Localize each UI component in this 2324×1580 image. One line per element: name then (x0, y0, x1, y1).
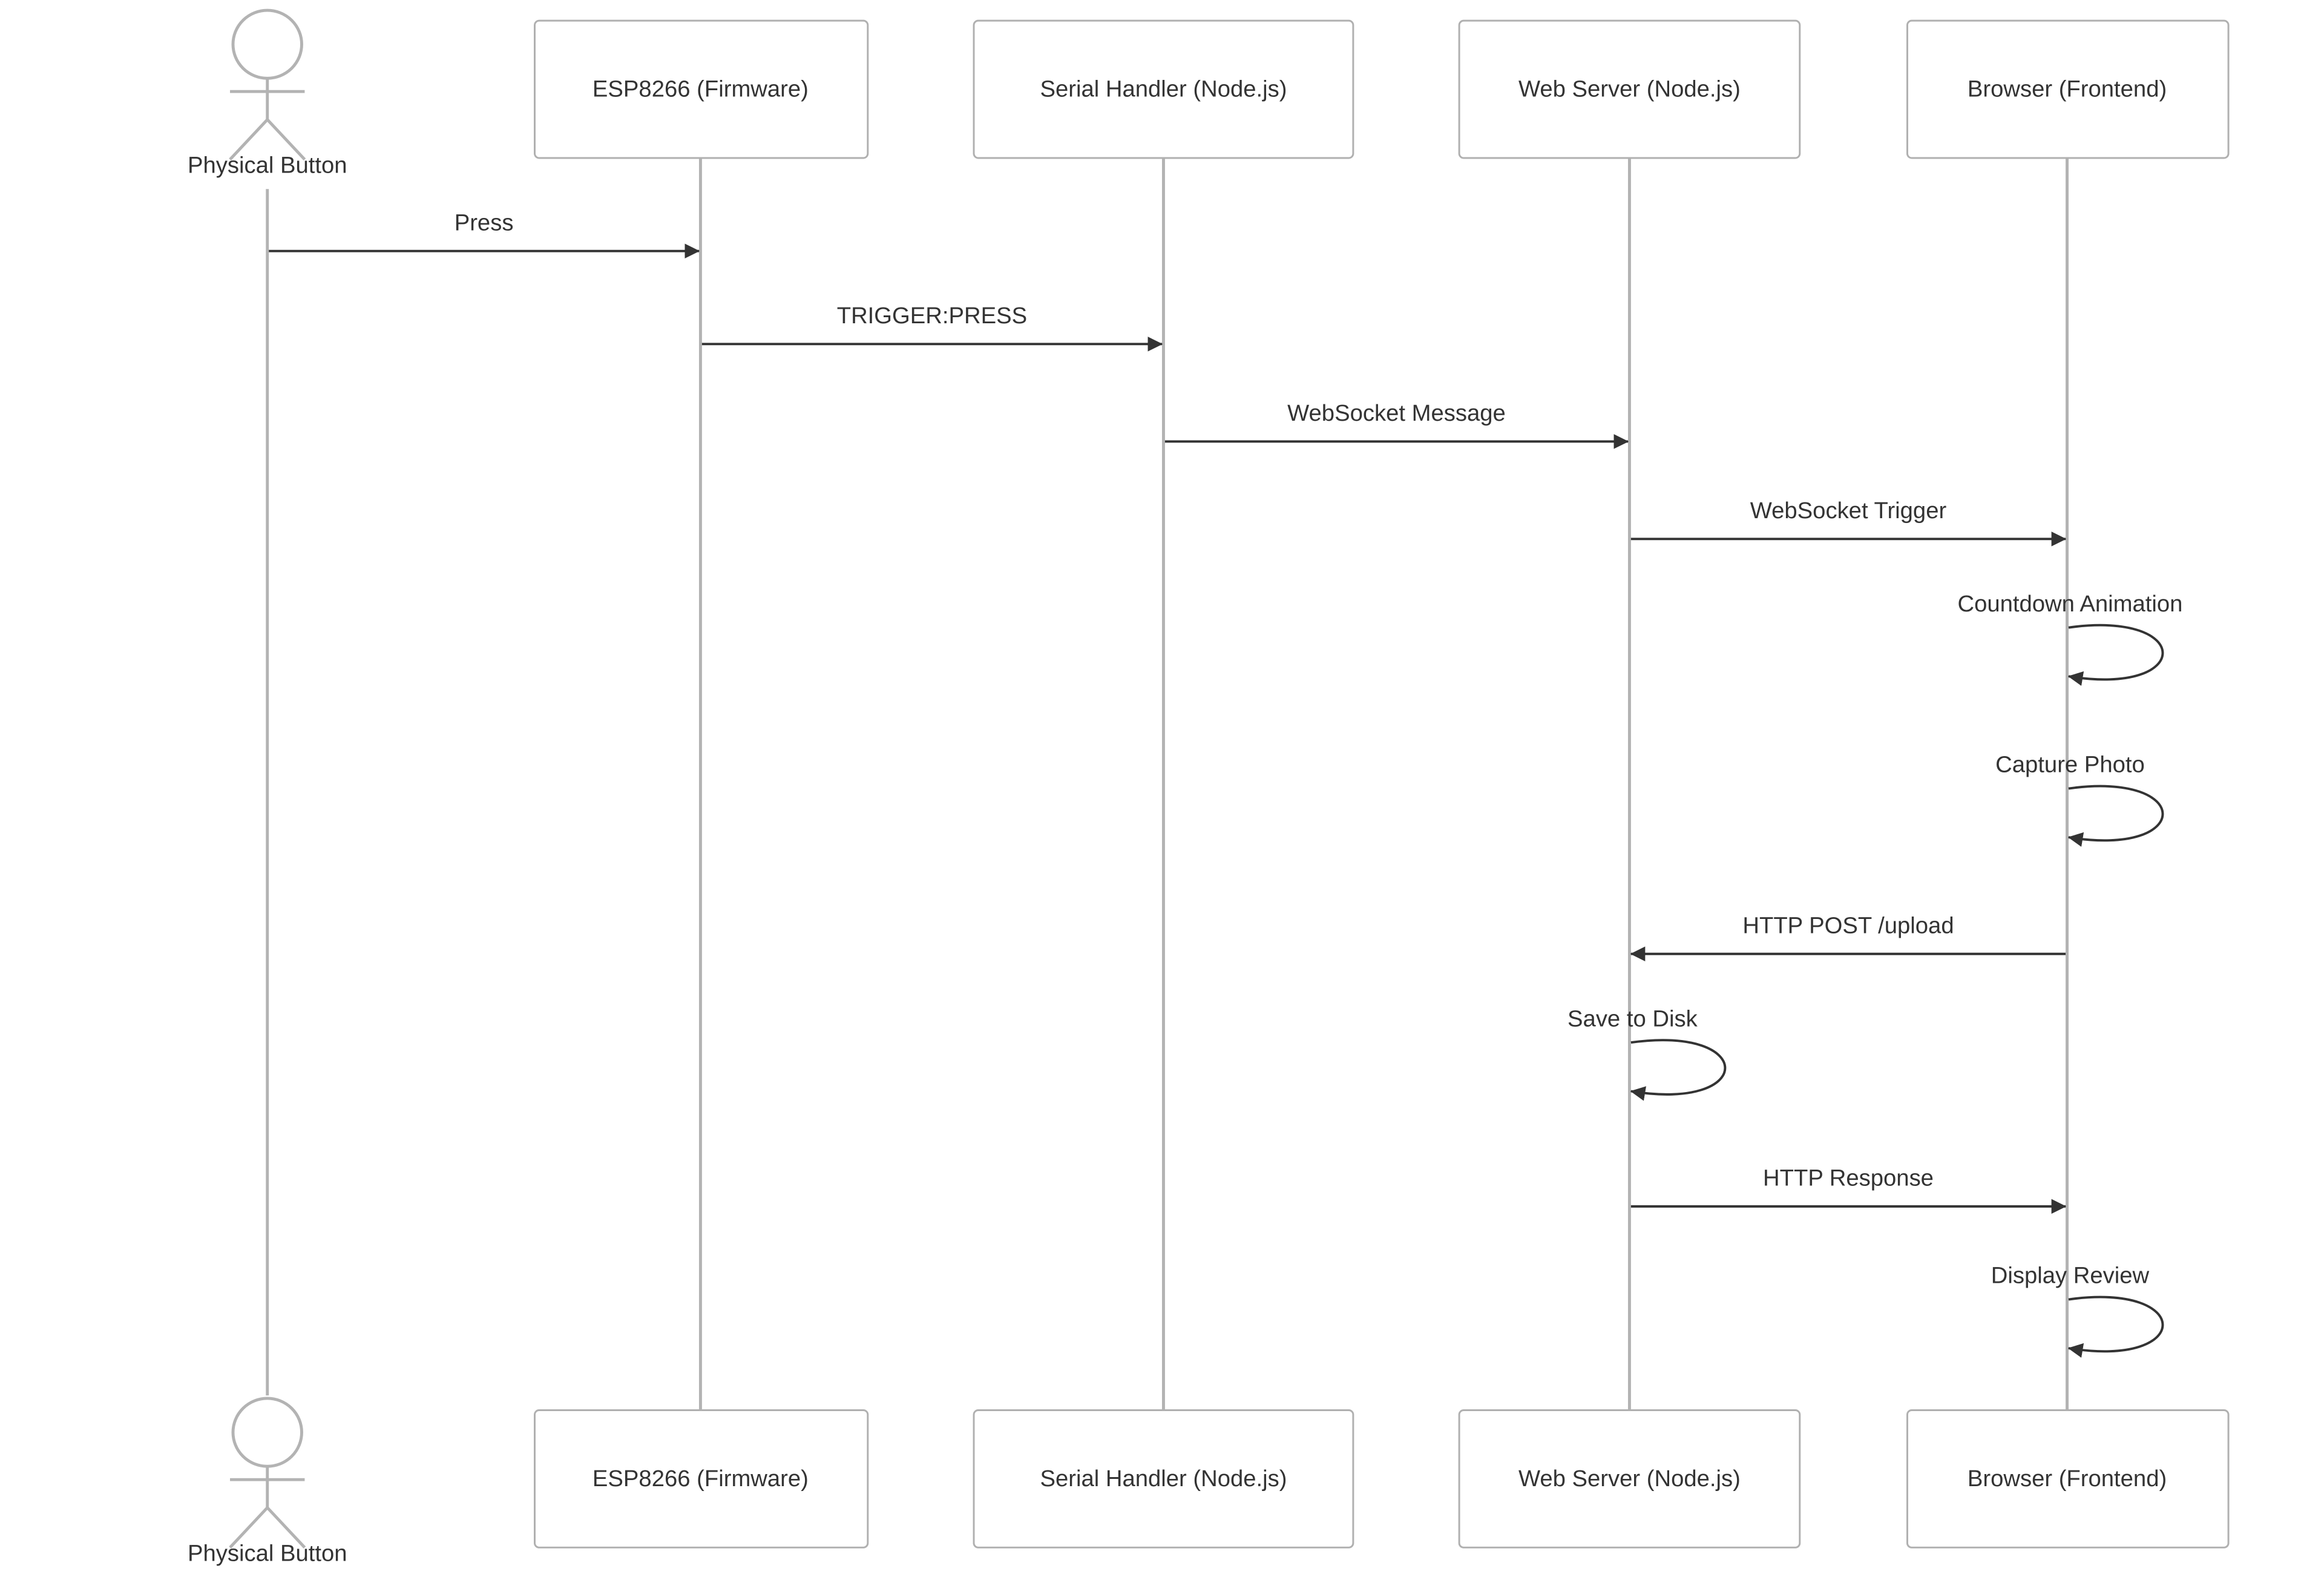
participant-label: Serial Handler (Node.js) (1040, 1466, 1287, 1492)
participant-label: Web Server (Node.js) (1518, 77, 1741, 102)
participant-browser-bottom: Browser (Frontend) (1906, 1409, 2230, 1549)
actor-leg-left-icon (229, 1506, 269, 1549)
message-label: TRIGGER:PRESS (837, 303, 1027, 329)
message-7: HTTP POST /upload (1630, 913, 2066, 961)
message-label: Countdown Animation (1957, 591, 2182, 617)
message-label: Display Review (1991, 1263, 2150, 1289)
message-2: TRIGGER:PRESS (701, 303, 1163, 352)
self-message-arrow (2067, 785, 2164, 847)
actor-head-icon (231, 1397, 303, 1468)
participant-esp-top: ESP8266 (Firmware) (534, 19, 869, 159)
participant-box (1906, 1409, 2230, 1549)
message-6: Capture Photo (1995, 752, 2164, 847)
message-4: WebSocket Trigger (1630, 498, 2067, 547)
message-3: WebSocket Message (1164, 401, 1629, 449)
participant-label: ESP8266 (Firmware) (592, 1466, 809, 1492)
participant-box (534, 19, 869, 159)
participant-box (1458, 19, 1801, 159)
message-9: HTTP Response (1630, 1166, 2067, 1214)
participant-label: Serial Handler (Node.js) (1040, 77, 1287, 102)
participant-box (973, 19, 1354, 159)
actor-button-top: Physical Button (188, 8, 347, 179)
participant-box (534, 1409, 869, 1549)
participant-label: Browser (Frontend) (1968, 1466, 2167, 1492)
lifelines-layer (266, 158, 2069, 1410)
message-label: WebSocket Message (1287, 401, 1506, 426)
self-message-arrow (1630, 1039, 1727, 1101)
actor-label: Physical Button (188, 1541, 347, 1566)
message-label: Press (455, 211, 514, 236)
actor-leg-right-icon (266, 1506, 306, 1549)
message-label: Save to Disk (1567, 1006, 1698, 1032)
actor-label: Physical Button (188, 153, 347, 179)
message-1: Press (269, 211, 700, 258)
participant-box (1458, 1409, 1801, 1549)
message-label: WebSocket Trigger (1750, 498, 1947, 524)
participant-server-top: Web Server (Node.js) (1458, 19, 1801, 159)
self-message-arrow (2067, 624, 2164, 686)
message-5: Countdown Animation (1957, 591, 2182, 686)
participant-server-bottom: Web Server (Node.js) (1458, 1409, 1801, 1549)
actor-leg-left-icon (229, 118, 269, 161)
participant-label: ESP8266 (Firmware) (592, 77, 809, 102)
message-label: HTTP Response (1763, 1166, 1934, 1191)
message-8: Save to Disk (1567, 1006, 1727, 1101)
actor-button-bottom: Physical Button (188, 1397, 347, 1566)
self-message-arrow (2067, 1295, 2164, 1358)
participant-label: Browser (Frontend) (1968, 77, 2167, 102)
message-label: Capture Photo (1995, 752, 2145, 778)
participant-box (1906, 19, 2230, 159)
message-10: Display Review (1991, 1263, 2164, 1358)
participant-box (973, 1409, 1354, 1549)
participant-serial-top: Serial Handler (Node.js) (973, 19, 1354, 159)
actor-leg-right-icon (266, 118, 306, 161)
message-label: HTTP POST /upload (1742, 913, 1954, 939)
participant-esp-bottom: ESP8266 (Firmware) (534, 1409, 869, 1549)
participant-label: Web Server (Node.js) (1518, 1466, 1741, 1492)
actor-head-icon (231, 8, 303, 80)
participant-serial-bottom: Serial Handler (Node.js) (973, 1409, 1354, 1549)
participant-browser-top: Browser (Frontend) (1906, 19, 2230, 159)
